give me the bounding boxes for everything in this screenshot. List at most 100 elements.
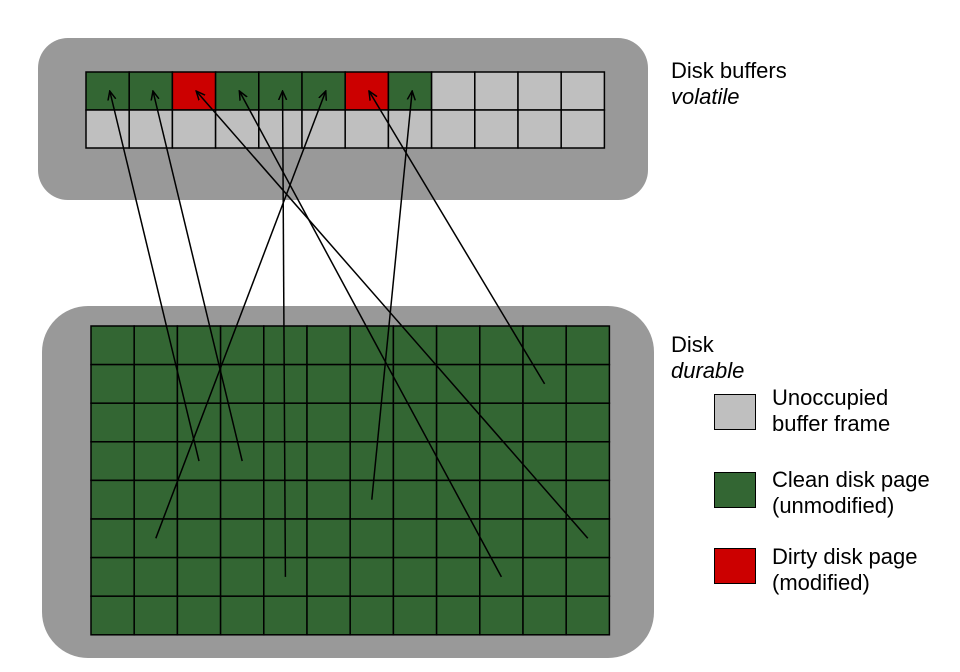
disk-page [435, 479, 481, 520]
disk-page [176, 479, 222, 520]
disk-page [565, 363, 611, 404]
disk-page [133, 595, 179, 636]
disk-page [263, 595, 308, 636]
disk-page [349, 556, 395, 597]
disk-page [263, 325, 308, 366]
disk-page [479, 595, 524, 636]
disk-page [435, 595, 481, 636]
disk-page [435, 325, 481, 366]
buffer-frame-clean [301, 71, 346, 111]
legend-label-line1: Unoccupied [772, 385, 889, 410]
buffer-frame-unoccupied [430, 71, 476, 111]
disk-page [133, 402, 179, 443]
buffer-frame-clean [85, 71, 130, 111]
buffer-frame-unoccupied [474, 71, 519, 111]
disk-page [133, 556, 179, 597]
disk-page [90, 402, 135, 443]
disk-page [392, 518, 438, 559]
disk-page [522, 595, 567, 636]
buffer-frame-dirty [171, 71, 217, 111]
disk-page [349, 363, 395, 404]
disk-page [479, 479, 524, 520]
disk-page [90, 479, 135, 520]
disk-page-grid [90, 325, 611, 636]
disk-page [176, 518, 222, 559]
buffer-frame-unoccupied [171, 109, 217, 149]
disk-page [479, 363, 524, 404]
disk-page [565, 595, 611, 636]
legend-item-clean: Clean disk page (unmodified) [772, 467, 930, 519]
buffer-frame-unoccupied [301, 109, 346, 149]
buffer-frame-unoccupied [430, 109, 476, 149]
disk-page [349, 518, 395, 559]
buffer-frame-unoccupied [517, 109, 562, 149]
buffer-frame-unoccupied [560, 71, 606, 111]
buffer-frame-unoccupied [344, 109, 390, 149]
disk-page [90, 556, 135, 597]
disk-subtitle: durable [671, 358, 745, 383]
disk-page [263, 363, 308, 404]
disk-page [435, 402, 481, 443]
disk-page [90, 595, 135, 636]
mapping-arrow [369, 91, 546, 385]
disk-page [392, 479, 438, 520]
disk-page [392, 441, 438, 482]
disk-page [219, 363, 265, 404]
disk-page [306, 595, 351, 636]
disk-page [565, 441, 611, 482]
disk-page [176, 363, 222, 404]
disk-page [435, 441, 481, 482]
disk-page [306, 556, 351, 597]
disk-page [479, 518, 524, 559]
disk-page [219, 556, 265, 597]
disk-page [219, 402, 265, 443]
disk-page [133, 363, 179, 404]
disk-page [306, 325, 351, 366]
buffer-frame-unoccupied [560, 109, 606, 149]
buffer-frame-unoccupied [258, 109, 303, 149]
legend-swatch-unoccupied [714, 394, 756, 430]
disk-page [522, 325, 567, 366]
legend-label-line1: Dirty disk page [772, 544, 918, 569]
buffer-frame-clean [258, 71, 303, 111]
disk-page [306, 441, 351, 482]
disk-page [219, 595, 265, 636]
disk-title: Disk [671, 332, 714, 357]
legend-label-line1: Clean disk page [772, 467, 930, 492]
legend-item-unoccupied: Unoccupied buffer frame [772, 385, 890, 437]
disk-page [522, 479, 567, 520]
disk-page [306, 402, 351, 443]
disk-page [392, 363, 438, 404]
disk-page [565, 325, 611, 366]
disk-page [565, 402, 611, 443]
mapping-arrow [153, 91, 243, 462]
buffer-frame-clean [214, 71, 260, 111]
disk-page [435, 556, 481, 597]
buffer-frame-dirty [344, 71, 390, 111]
disk-page [176, 556, 222, 597]
legend-label-line2: buffer frame [772, 411, 891, 436]
disk-page [522, 363, 567, 404]
disk-page [306, 518, 351, 559]
buffer-frame-clean [387, 71, 433, 111]
mapping-arrow [196, 91, 589, 539]
disk-page [349, 595, 395, 636]
disk-page [479, 325, 524, 366]
disk-page [349, 402, 395, 443]
disk-page [90, 441, 135, 482]
disk-page [133, 441, 179, 482]
disk-page [133, 518, 179, 559]
disk-page [176, 595, 222, 636]
buffer-pool-subtitle: volatile [671, 84, 740, 109]
disk-page [263, 402, 308, 443]
legend-swatch-clean [714, 472, 756, 508]
disk-page [522, 441, 567, 482]
buffer-pool-title: Disk buffers [671, 58, 787, 83]
disk-page [219, 325, 265, 366]
disk-page [306, 363, 351, 404]
disk-page [90, 518, 135, 559]
legend-label-line2: (unmodified) [772, 493, 895, 518]
mapping-arrow [155, 91, 326, 539]
buffer-frame-clean [128, 71, 174, 111]
